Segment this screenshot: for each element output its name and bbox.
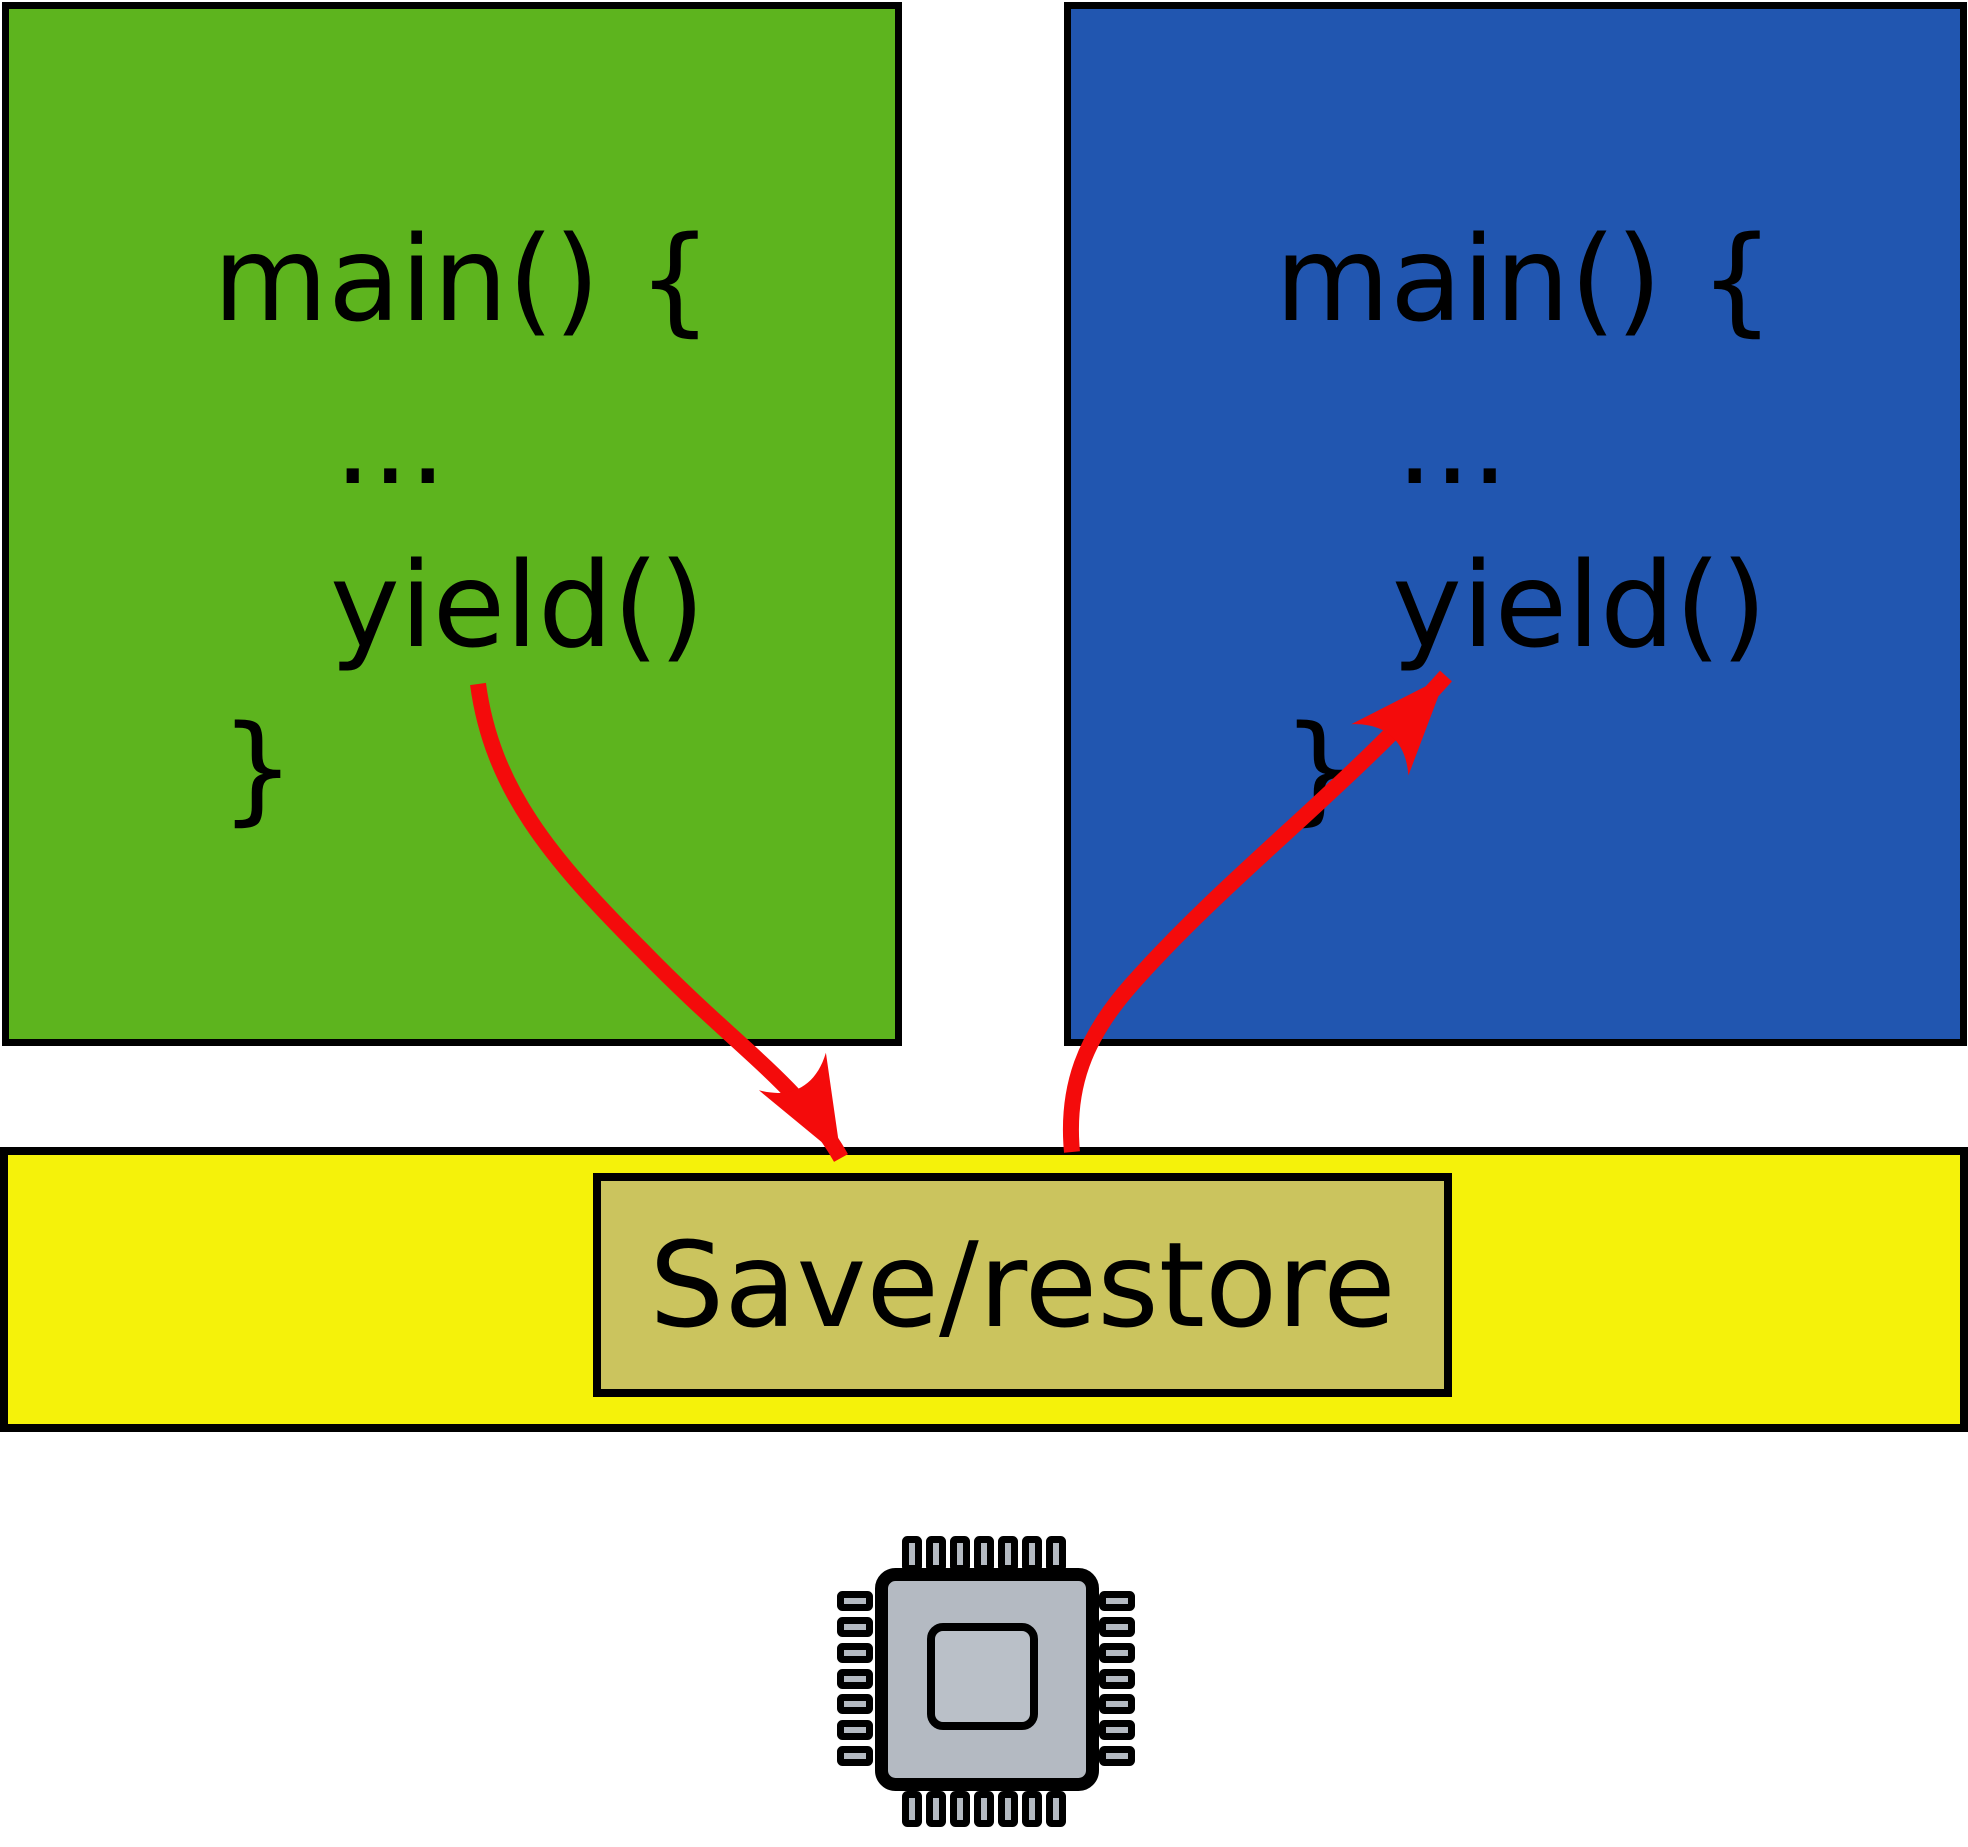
save-restore-box: Save/restore bbox=[593, 1173, 1452, 1397]
cpu-core bbox=[927, 1623, 1038, 1730]
cpu-pins-left bbox=[837, 1591, 873, 1766]
code-line-ellipsis: ... bbox=[1396, 373, 1509, 511]
thread-blue-box: main() { ... yield() } bbox=[1064, 2, 1967, 1046]
code-line-yield: yield() bbox=[1392, 536, 1767, 674]
code-line-main: main() { bbox=[213, 210, 713, 348]
cpu-pins-right bbox=[1099, 1591, 1135, 1766]
cpu-pins-bottom bbox=[902, 1791, 1066, 1827]
code-line-main: main() { bbox=[1275, 210, 1775, 348]
code-line-close-brace: } bbox=[220, 699, 296, 837]
cpu-chip-icon bbox=[837, 1536, 1135, 1827]
cpu-pins-top bbox=[902, 1536, 1066, 1572]
code-line-ellipsis: ... bbox=[334, 373, 447, 511]
save-restore-label: Save/restore bbox=[649, 1216, 1396, 1354]
code-line-yield: yield() bbox=[330, 536, 705, 674]
thread-green-box: main() { ... yield() } bbox=[2, 2, 902, 1046]
code-line-close-brace: } bbox=[1282, 699, 1358, 837]
